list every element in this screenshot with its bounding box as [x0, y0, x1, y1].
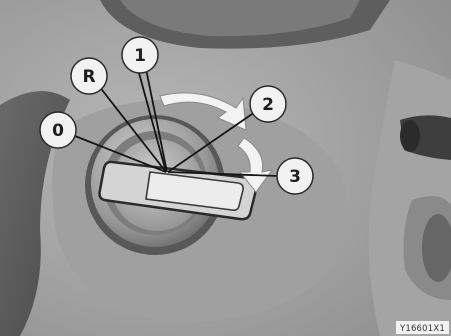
callout-3: 3 [277, 158, 313, 194]
wiper-stalk-end [400, 120, 420, 152]
callout-label-1: 1 [134, 46, 146, 66]
callout-label-2: 2 [262, 95, 274, 115]
callout-r: R [71, 58, 107, 94]
reference-code-box: Y16601X1 [396, 321, 449, 334]
callout-0: 0 [40, 112, 76, 148]
callout-label-3: 3 [289, 167, 301, 187]
callout-label-r: R [82, 67, 95, 87]
callout-label-0: 0 [52, 121, 64, 141]
callout-1: 1 [122, 37, 158, 73]
reference-code: Y16601X1 [399, 324, 445, 334]
callout-2: 2 [250, 86, 286, 122]
